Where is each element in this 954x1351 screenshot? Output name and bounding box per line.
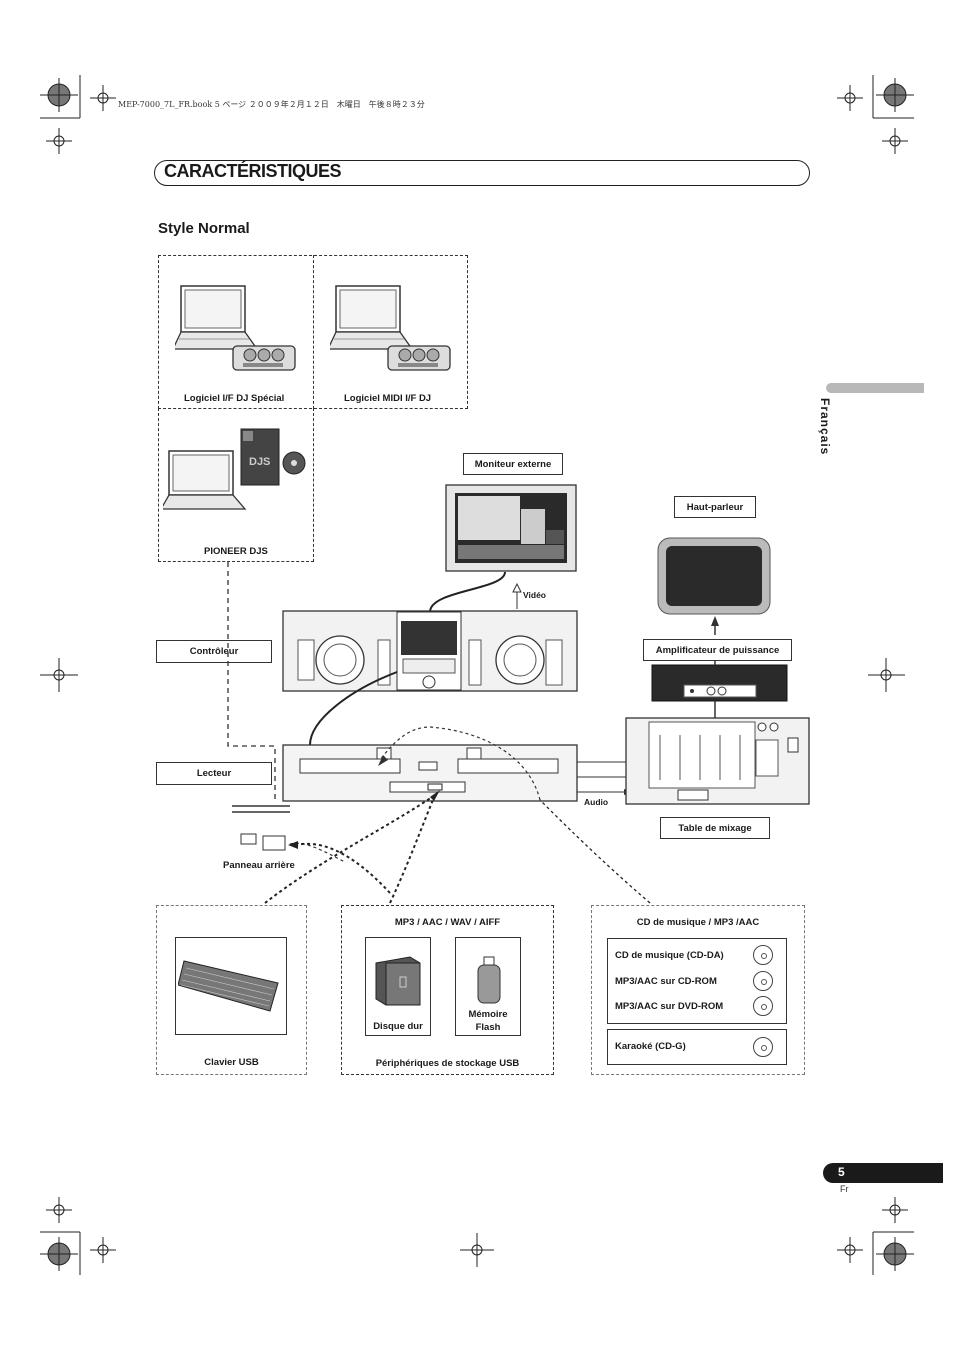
laptop-controller-icon [175,285,296,371]
crop-mark-icon [837,75,914,154]
disc-icon [753,996,773,1016]
player-label: Lecteur [156,762,272,785]
cd-item-2: MP3/AAC sur CD-ROM [615,976,717,987]
storage-formats: MP3 / AAC / WAV / AIFF [394,917,501,928]
page-title: CARACTÉRISTIQUES [164,161,342,181]
software-label-2: Logiciel MIDI I/F DJ [344,393,432,404]
monitor-icon [445,484,577,572]
disc-icon [753,945,773,965]
audio-label: Audio [584,797,609,807]
cd-item-1: CD de musique (CD-DA) [615,950,724,961]
crop-mark-icon [40,75,116,154]
cd-formats: CD de musique / MP3 /AAC [636,917,760,928]
laptop-djs-icon: DJS [163,428,306,510]
keyboard-label: Clavier USB [204,1057,259,1068]
language-tab-bar [826,383,924,393]
cd-karaoke: Karaoké (CD-G) [615,1041,686,1052]
rear-panel-icon [232,805,290,851]
controller-label: Contrôleur [156,640,272,663]
language-tab-label: Français [818,398,832,456]
software-divider [313,255,314,409]
mixer-label: Table de mixage [660,817,770,839]
svg-text:DJS: DJS [249,456,270,468]
controller-icon [282,610,578,692]
video-label: Vidéo [523,590,546,600]
amplifier-icon [651,664,788,702]
player-icon [282,744,578,802]
flash-label: Mémoire Flash [455,1008,521,1034]
section-title: Style Normal [158,220,250,237]
header-file-info: MEP-7000_7L_FR.book 5 ページ ２００９年２月１２日 木曜日… [118,100,425,109]
software-label-3: PIONEER DJS [204,546,268,557]
software-label-1: Logiciel I/F DJ Spécial [184,393,285,404]
amplifier-label: Amplificateur de puissance [643,639,792,661]
disc-icon [753,971,773,991]
mixer-icon [625,717,810,805]
usb-storage-group [341,905,554,1075]
flash-label-line2: Flash [475,1022,501,1033]
crop-mark-icon [40,1197,116,1275]
flash-label-line1: Mémoire [468,1009,508,1020]
keyboard-icon [178,960,279,1012]
storage-caption: Périphériques de stockage USB [375,1058,520,1069]
speaker-label: Haut-parleur [674,496,756,518]
hard-disk-icon [375,956,421,1006]
page-number: 5 [838,1165,845,1179]
hdd-label: Disque dur [373,1021,423,1032]
page-language: Fr [840,1184,849,1194]
laptop-midi-icon [330,285,451,371]
software-group-bottom [158,408,314,562]
speaker-icon [657,537,771,615]
cd-group [591,905,805,1075]
cd-item-3: MP3/AAC sur DVD-ROM [615,1001,724,1012]
rear-panel-label: Panneau arrière [223,860,295,871]
usb-keyboard-group [156,905,307,1075]
title-bar [154,160,810,186]
page-number-tab [823,1163,943,1183]
disc-icon [753,1037,773,1057]
monitor-label: Moniteur externe [463,453,563,475]
crop-mark-icon [837,1197,914,1275]
flash-drive-icon [477,956,501,1004]
